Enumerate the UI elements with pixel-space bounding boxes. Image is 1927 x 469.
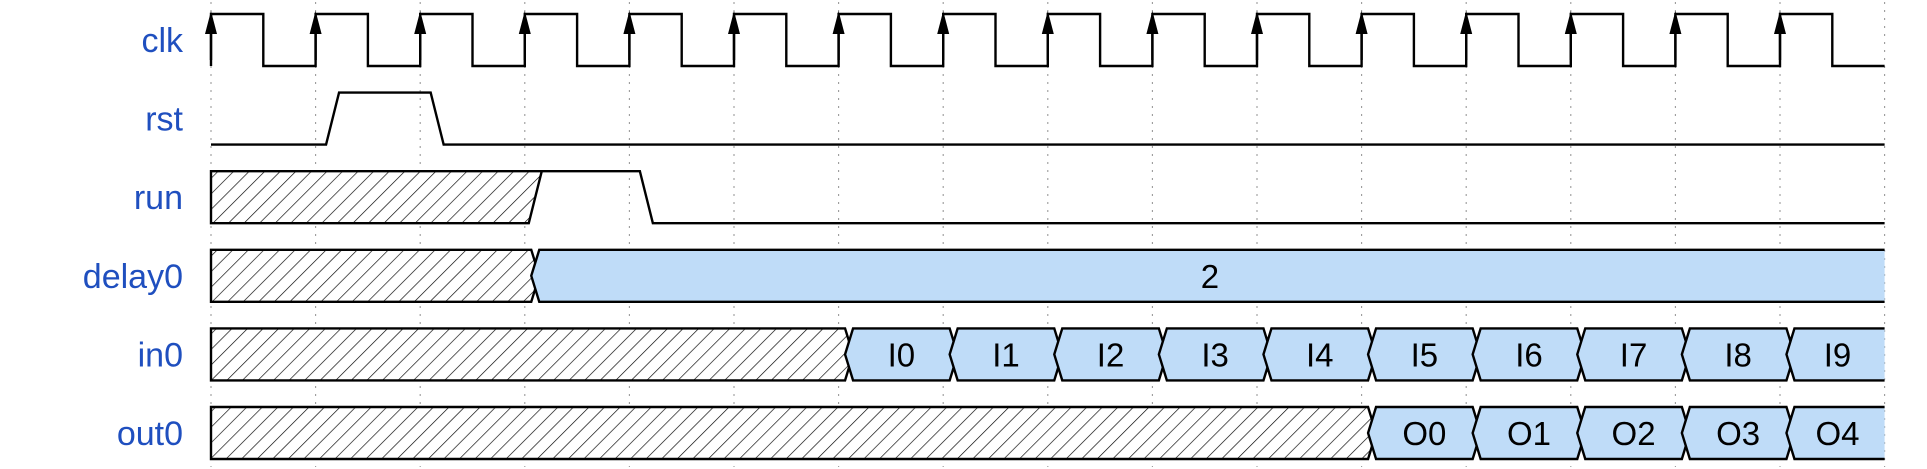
run-waveform (541, 170, 1885, 225)
rising-edge-arrow-icon (937, 11, 950, 34)
rising-edge-arrow-icon (1564, 11, 1577, 34)
bus-value-outline (530, 248, 1885, 303)
signal-label-run: run (134, 179, 183, 217)
bus-value-fill (531, 249, 1885, 302)
rising-edge-arrow-icon (205, 11, 217, 34)
bus-value-label: I3 (1201, 336, 1229, 373)
rising-edge-arrow-icon (832, 11, 845, 34)
signal-run (209, 170, 1885, 225)
rising-edge-arrow-icon (518, 11, 531, 34)
bus-value-label: O2 (1612, 415, 1656, 452)
bus-value-label: I1 (992, 336, 1020, 373)
clock-gridlines (210, 2, 1886, 467)
bus-value-outline (1785, 327, 1885, 382)
rising-edge-arrow-icon (1041, 11, 1054, 34)
rising-edge-arrow-icon (1146, 11, 1159, 34)
bus-value-label: I4 (1306, 336, 1334, 373)
rising-edge-arrow-icon (1355, 11, 1368, 34)
bus-value-fill (1786, 407, 1885, 459)
signal-delay0: 2 (209, 248, 1885, 303)
bus-value-fill (1786, 328, 1885, 381)
bus-value-label: O0 (1402, 415, 1446, 452)
bus-value-label: I5 (1411, 336, 1439, 373)
signal-label-in0: in0 (138, 336, 183, 374)
bus-value-outline (1785, 405, 1885, 461)
rst-waveform (211, 91, 1885, 146)
undefined-region (209, 248, 541, 303)
bus-value-label: 2 (1201, 258, 1219, 295)
undefined-region (209, 170, 544, 225)
bus-value-label: I2 (1097, 336, 1125, 373)
signal-out0: O0 O1 O2 O3 O4 (209, 405, 1885, 461)
bus-value-label: I8 (1724, 336, 1752, 373)
bus-value-label: O4 (1816, 415, 1860, 452)
rising-edge-arrow-icon (1251, 11, 1263, 34)
bus-value-label: I9 (1824, 336, 1852, 373)
rising-edge-arrow-icon (309, 11, 322, 34)
bus-value-label: I7 (1620, 336, 1648, 373)
rising-edge-arrow-icon (414, 11, 427, 34)
signal-label-out0: out0 (117, 415, 183, 453)
signal-clk (205, 11, 1885, 68)
rising-edge-arrow-icon (728, 11, 740, 34)
undefined-region (209, 327, 855, 382)
signal-labels: clk rst run delay0 in0 out0 (83, 22, 184, 453)
bus-value-label: I0 (888, 336, 916, 373)
rising-edge-arrow-icon (623, 11, 636, 34)
undefined-region (209, 405, 1378, 461)
signal-rst (211, 91, 1885, 146)
signal-label-delay0: delay0 (83, 258, 183, 296)
rising-edge-arrow-icon (1669, 11, 1682, 34)
signal-label-rst: rst (145, 101, 183, 139)
bus-value-label: O3 (1716, 415, 1760, 452)
rising-edge-arrow-icon (1774, 11, 1786, 34)
signal-label-clk: clk (141, 22, 184, 60)
signal-in0: I0 I1 I2 I3 I4 I5 I6 I7 I8 I9 (209, 327, 1885, 382)
rising-edge-arrow-icon (1460, 11, 1473, 34)
bus-value-label: O1 (1507, 415, 1551, 452)
clock-waveform (209, 12, 1885, 68)
bus-value-label: I6 (1515, 336, 1543, 373)
